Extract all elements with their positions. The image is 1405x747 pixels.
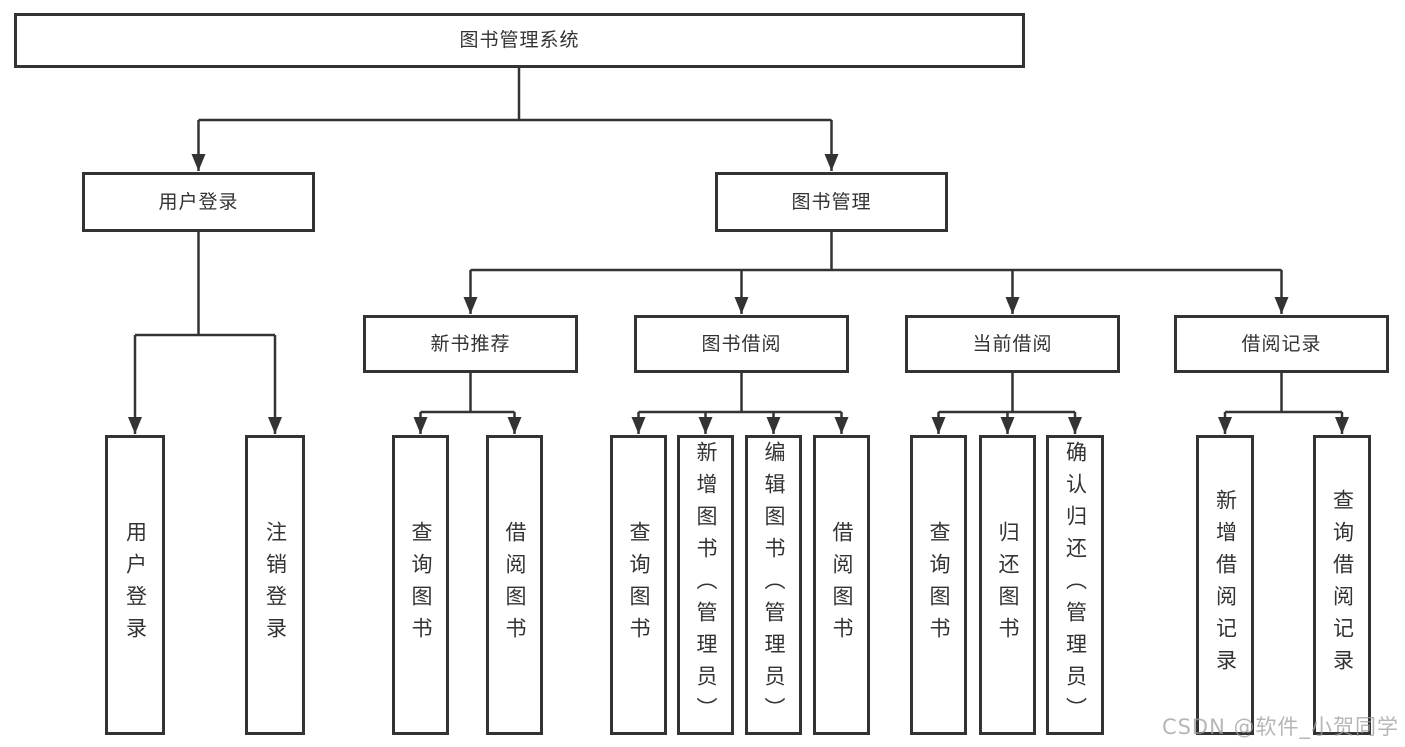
node-leaf-logout: 注销登录 bbox=[245, 435, 305, 735]
node-leaf-user-login: 用户登录 bbox=[105, 435, 165, 735]
node-user-login: 用户登录 bbox=[82, 172, 315, 232]
node-current-borrowing: 当前借阅 bbox=[905, 315, 1120, 373]
node-leaf-borrow-books: 借阅图书 bbox=[813, 435, 870, 735]
csdn-watermark: CSDN @软件_小贺同学 bbox=[1161, 715, 1399, 739]
node-book-borrowing: 图书借阅 bbox=[634, 315, 849, 373]
node-borrowing-records: 借阅记录 bbox=[1174, 315, 1389, 373]
node-leaf-return-books: 归还图书 bbox=[979, 435, 1036, 735]
node-leaf-query-books-recommend: 查询图书 bbox=[392, 435, 449, 735]
node-new-book-recommendation: 新书推荐 bbox=[363, 315, 578, 373]
node-library-management-system: 图书管理系统 bbox=[14, 13, 1025, 68]
node-book-management: 图书管理 bbox=[715, 172, 948, 232]
node-leaf-query-borrow-record: 查询借阅记录 bbox=[1313, 435, 1371, 735]
node-leaf-edit-book-admin: 编辑图书（管理员） bbox=[745, 435, 802, 735]
node-leaf-query-books-borrow: 查询图书 bbox=[610, 435, 667, 735]
node-leaf-query-books-current: 查询图书 bbox=[910, 435, 967, 735]
node-leaf-add-borrow-record: 新增借阅记录 bbox=[1196, 435, 1254, 735]
node-leaf-borrow-books-recommend: 借阅图书 bbox=[486, 435, 543, 735]
node-leaf-add-book-admin: 新增图书（管理员） bbox=[677, 435, 734, 735]
node-leaf-confirm-return-admin: 确认归还（管理员） bbox=[1046, 435, 1104, 735]
